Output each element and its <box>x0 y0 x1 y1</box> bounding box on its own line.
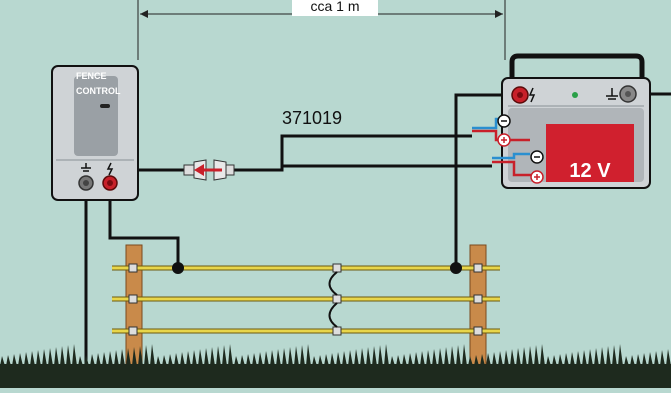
battery-voltage: 12 V <box>569 160 611 182</box>
jumper-loop-lower <box>328 302 338 328</box>
battery-status-led <box>572 92 578 98</box>
fence-control-label-2: CONTROL <box>76 86 121 96</box>
indicator-led <box>100 104 110 108</box>
cable-to-battery-upper <box>232 134 472 172</box>
cable-part-number: 371019 <box>282 108 342 128</box>
connection-wires <box>108 92 671 268</box>
dimension-label: cca 1 m <box>310 0 359 14</box>
dimension-indicator: cca 1 m <box>137 0 506 60</box>
ground-icon <box>81 163 91 172</box>
fence-post-right <box>469 244 487 366</box>
dimension-arrow-left-icon <box>140 10 148 18</box>
junction-dot-left <box>172 262 184 274</box>
battery-lightning-icon <box>528 87 536 103</box>
jumper-loop-upper <box>328 271 338 296</box>
inline-connector <box>183 159 235 181</box>
battery-12v: 12 V <box>501 53 651 189</box>
grass-strip <box>0 344 671 388</box>
clip-terminals <box>497 114 544 184</box>
battery-label-panel <box>546 124 634 182</box>
battery-wire-to-fence <box>454 93 520 268</box>
dimension-arrow-right-icon <box>495 10 503 18</box>
fence-control-unit: FENCE CONTROL <box>51 65 139 201</box>
lightning-icon <box>106 162 114 176</box>
insulators <box>128 263 483 336</box>
battery-ground-icon <box>606 88 618 100</box>
junction-dot-right <box>450 262 462 274</box>
fence-control-label-1: FENCE <box>76 71 107 81</box>
battery-clips <box>472 117 534 177</box>
live-wire-to-fence <box>108 187 180 268</box>
fence-wires <box>112 262 500 336</box>
battery-handle <box>509 53 645 78</box>
